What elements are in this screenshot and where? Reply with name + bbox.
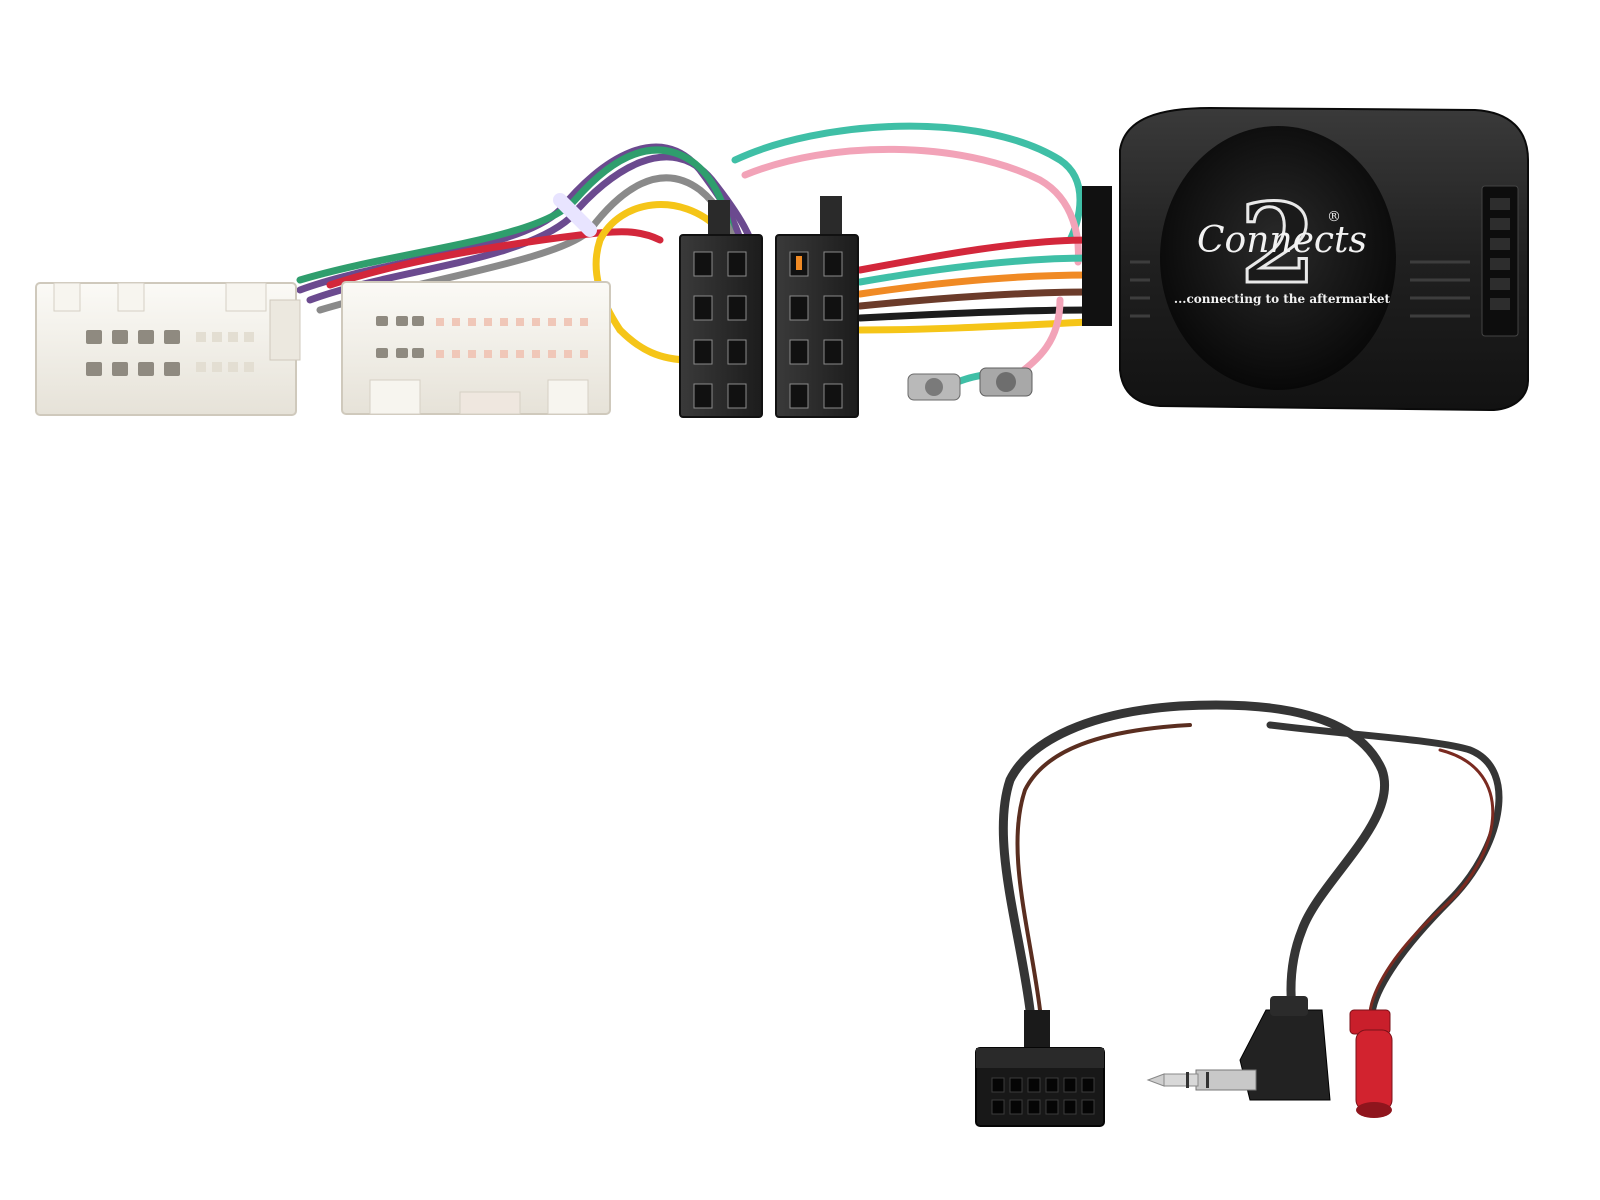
audio-jack-plug bbox=[1146, 996, 1331, 1101]
wire-teal-2 bbox=[856, 254, 1094, 286]
patch-lead bbox=[998, 700, 1503, 1024]
iso-connector-right bbox=[775, 196, 859, 418]
box-ridges bbox=[1130, 260, 1470, 318]
logo-disc bbox=[1160, 126, 1396, 390]
wire-purple bbox=[296, 143, 749, 294]
patch-cable-main bbox=[998, 700, 1389, 1015]
patch-cable-brown bbox=[1015, 723, 1192, 1012]
wire-brown bbox=[856, 288, 1094, 310]
steering-interface-box: 2 Connects ® ...connecting to the afterm… bbox=[1082, 106, 1529, 412]
wire-red bbox=[856, 236, 1094, 274]
wire-teal bbox=[731, 122, 1084, 244]
wire-white-band bbox=[553, 193, 597, 237]
wire-red-loop bbox=[326, 228, 664, 289]
wire-pink bbox=[741, 145, 1082, 266]
logo-brand: Connects bbox=[1197, 220, 1367, 261]
logo-tagline: ...connecting to the aftermarket bbox=[1174, 292, 1391, 306]
vehicle-connector-right bbox=[341, 281, 611, 415]
antenna-plug-right bbox=[979, 367, 1033, 397]
wire-black bbox=[856, 306, 1094, 322]
patch-connector-12pin bbox=[975, 1010, 1105, 1127]
connector-pins-right bbox=[376, 316, 424, 358]
connector-pins-left bbox=[86, 330, 180, 376]
red-bullet-connector bbox=[1349, 1009, 1393, 1118]
wire-yellow bbox=[856, 318, 1094, 334]
wire-green bbox=[296, 146, 738, 284]
antenna-plug-left bbox=[907, 373, 961, 401]
wiring-harness: 2 Connects ® ...connecting to the afterm… bbox=[35, 106, 1529, 418]
logo-registered: ® bbox=[1327, 209, 1341, 225]
wire-purple-2 bbox=[306, 153, 762, 304]
wire-orange bbox=[856, 271, 1094, 298]
iso-connector-left bbox=[679, 200, 763, 418]
logo-numeral: 2 bbox=[1240, 179, 1317, 308]
vehicle-connector-left bbox=[35, 282, 301, 416]
patch-cable-red-lead bbox=[1266, 721, 1503, 1024]
